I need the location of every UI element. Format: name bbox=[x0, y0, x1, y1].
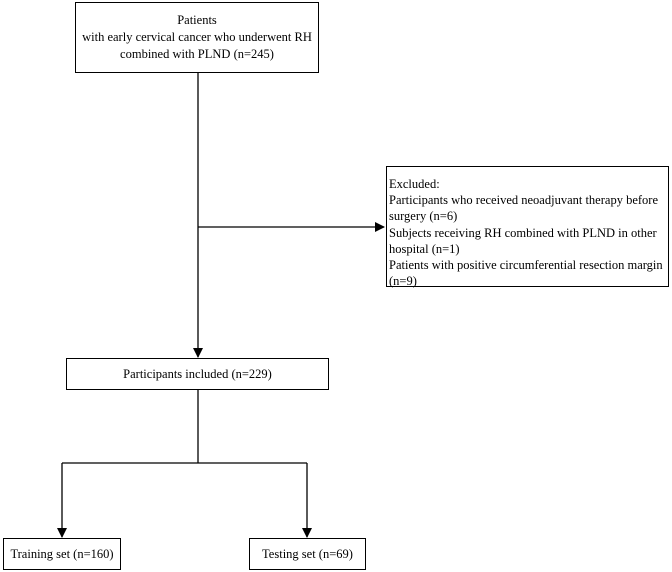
testing-label: Testing set (n=69) bbox=[262, 546, 353, 561]
excluded-line-7: (n=9) bbox=[389, 274, 417, 289]
included-label: Participants included (n=229) bbox=[123, 366, 272, 381]
included-box: Participants included (n=229) bbox=[66, 358, 329, 390]
excluded-line-3: surgery (n=6) bbox=[389, 209, 458, 224]
training-label: Training set (n=160) bbox=[10, 546, 114, 561]
excluded-line-2: Participants who received neoadjuvant th… bbox=[389, 193, 658, 208]
excluded-box: Excluded: Participants who received neoa… bbox=[386, 166, 669, 289]
excluded-line-5: hospital (n=1) bbox=[389, 241, 460, 256]
excluded-line-6: Patients with positive circumferential r… bbox=[389, 258, 663, 273]
patients-line-2: with early cervical cancer who underwent… bbox=[82, 30, 312, 44]
testing-box: Testing set (n=69) bbox=[249, 538, 366, 570]
excluded-line-1: Excluded: bbox=[389, 177, 440, 191]
training-box: Training set (n=160) bbox=[3, 538, 121, 570]
patients-box: Patients with early cervical cancer who … bbox=[75, 2, 319, 73]
patients-line-3: combined with PLND (n=245) bbox=[120, 47, 274, 61]
excluded-line-4: Subjects receiving RH combined with PLND… bbox=[389, 225, 657, 240]
patients-line-1: Patients bbox=[177, 13, 217, 27]
